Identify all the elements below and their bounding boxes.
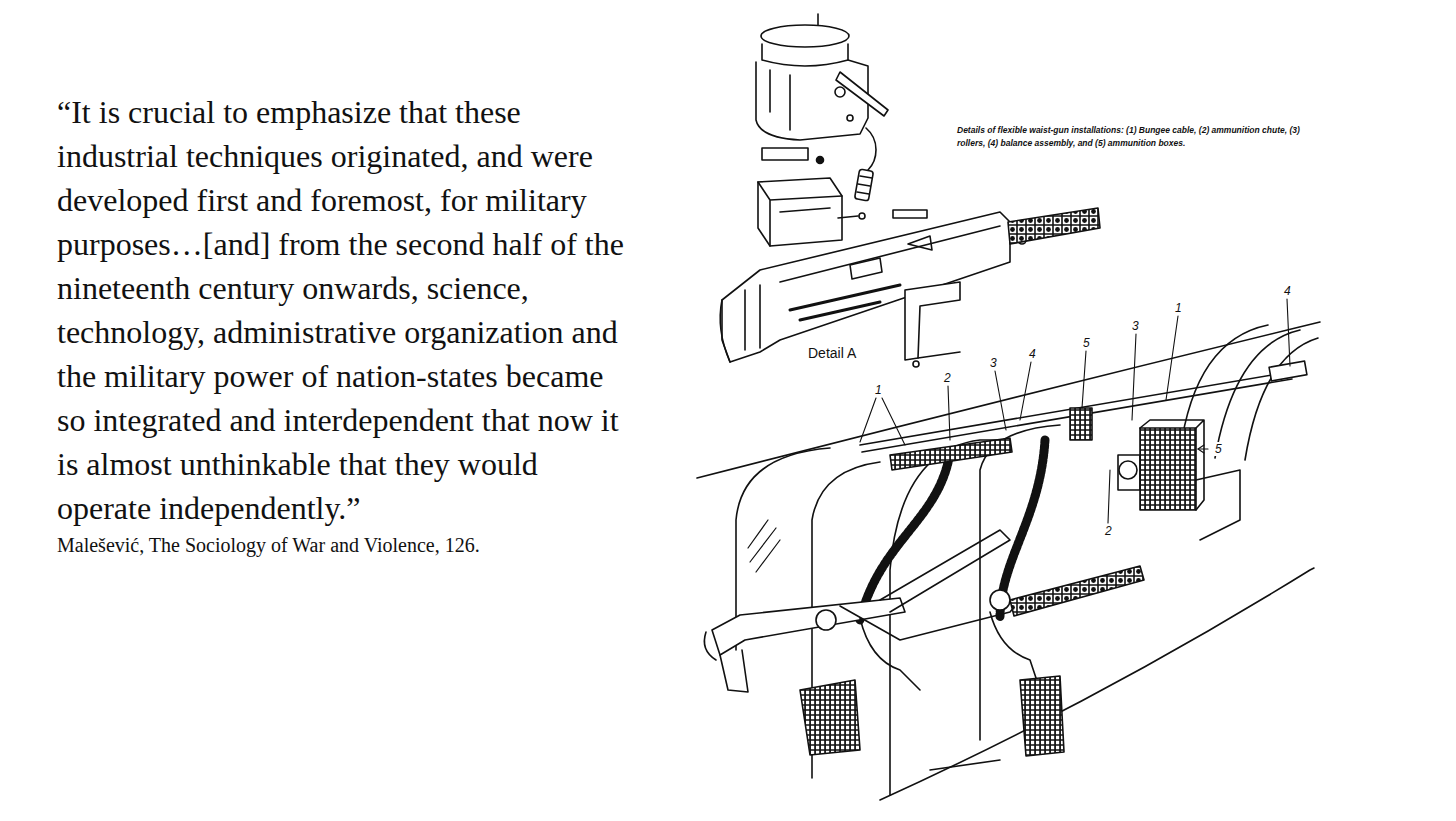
gun-receiver	[720, 208, 1100, 367]
callout-number: 5	[1081, 336, 1092, 350]
detail-label: Detail A	[806, 345, 858, 361]
citation: Malešević, The Sociology of War and Viol…	[57, 532, 657, 558]
figure-caption: Details of flexible waist-gun installati…	[957, 124, 1309, 150]
callout-number: 3	[988, 356, 999, 370]
callout-number: 4	[1027, 347, 1038, 361]
ammunition-chutes	[860, 438, 1045, 620]
callout-number: 3	[1130, 319, 1141, 333]
callout-number: 4	[1282, 284, 1293, 298]
callout-number: 2	[1103, 524, 1114, 538]
callout-number: 1	[873, 383, 884, 397]
leader-lines	[860, 299, 1290, 523]
bungee-rail	[860, 361, 1307, 452]
callout-number: 2	[942, 371, 953, 385]
gun-supports	[800, 676, 1064, 770]
callout-number: 1	[1173, 301, 1184, 315]
sight-unit	[756, 14, 888, 201]
fuselage	[697, 322, 1320, 800]
quote-text: “It is crucial to emphasize that these i…	[57, 90, 637, 530]
ammunition-boxes	[1070, 408, 1240, 540]
mount-parts	[758, 148, 927, 246]
callout-number: 5	[1213, 442, 1224, 456]
waist-guns	[704, 530, 1144, 692]
